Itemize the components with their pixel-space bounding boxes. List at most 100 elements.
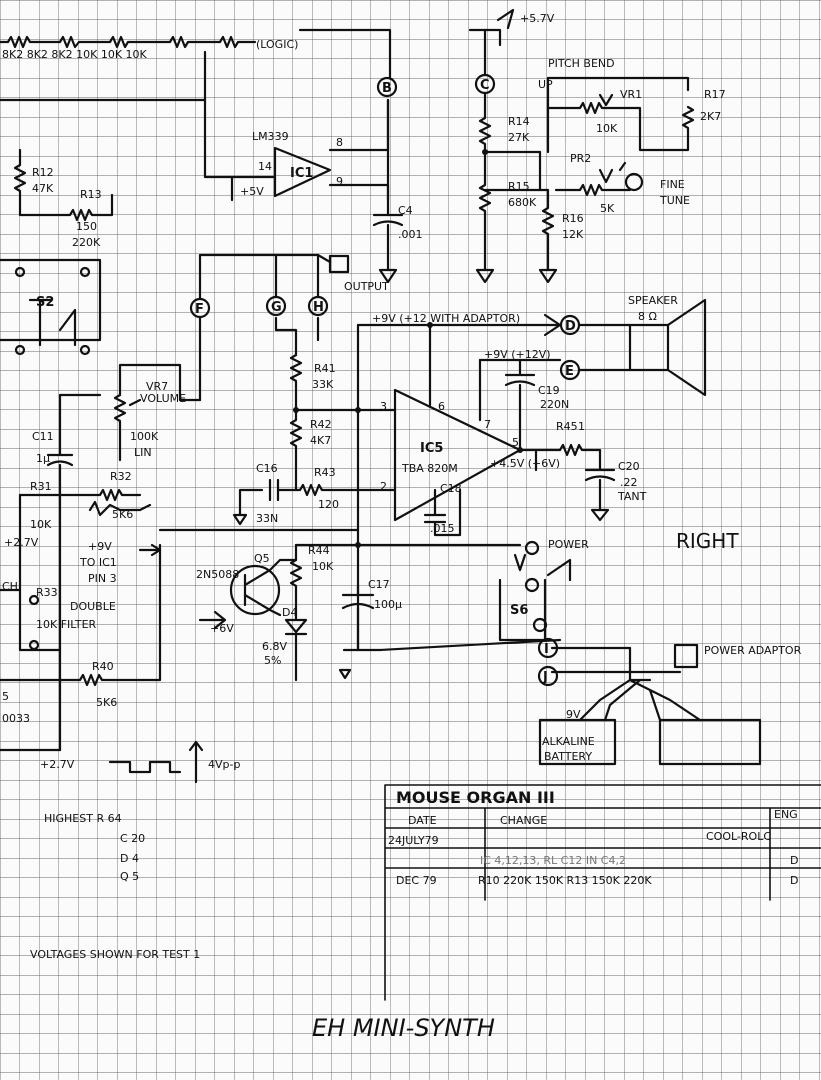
r16-label: R16 [562,212,584,225]
r41-value: 33K [312,378,334,391]
s6-label: S6 [510,603,528,618]
r14-value: 27K [508,131,530,144]
r42-label: R42 [310,418,332,431]
title-block-col-change: CHANGE [500,814,547,827]
title-block-row3-date: DEC 79 [396,874,437,887]
r33-label: R33 [36,586,58,599]
ic5-pin7: 7 [484,418,491,431]
ic1-pin8: 8 [336,136,343,149]
r45-value: 1 [578,420,585,433]
highest-q-note: Q 5 [120,870,139,883]
node-g-label: G [271,300,282,315]
schematic-title: EH MINI-SYNTH [312,1014,495,1042]
node-e-label: E [565,364,574,379]
node-g-marker [265,295,287,317]
q5-supply: +6V [210,622,234,635]
zener-tolerance: 5% [264,654,281,667]
vr7-label: VR7 [146,380,168,393]
output-nodes [198,253,350,402]
c20-label: C20 [618,460,640,473]
q5-regulator [198,542,562,682]
r42-value: 4K7 [310,434,331,447]
r17-value: 2K7 [700,110,721,123]
pitch-bend-network [538,76,695,197]
c20-value: .22 [620,476,638,489]
node-b-marker [376,76,398,98]
r45-label: R45 [556,420,578,433]
c4-label: C4 [398,204,413,217]
ic1-pin14: 14 [258,160,272,173]
node-i-marker [537,637,559,659]
r15-label: R15 [508,180,530,193]
to-ic1-label: +9V [88,540,112,553]
battery-type: ALKALINE [542,735,595,748]
c17-value: 100μ [374,598,402,611]
q5-part: 2N5088 [196,568,239,581]
d4-label: D4 [282,606,297,619]
filter-label: 10K FILTER [36,618,97,631]
ic1-comparator [0,50,390,202]
up-label: UP [538,78,553,91]
q5-label: Q5 [254,552,270,565]
supply-9v-label: +9V (+12 WITH ADAPTOR) [372,312,520,325]
r17-label: R17 [704,88,726,101]
waveform-trace [0,740,204,784]
c18-value: .015 [430,522,455,535]
power-switch-s6 [356,540,762,766]
c4-value: .001 [398,228,423,241]
s2-label: S2 [36,295,54,310]
r32-value: 5K6 [112,508,133,521]
r40-label: R40 [92,660,114,673]
pr2-label: PR2 [570,152,591,165]
c16-value: 33N [256,512,278,525]
ic5-voltage: +4.5V (+6V) [490,457,560,470]
output-label: OUTPUT [344,280,389,293]
waveform-vpp: 4Vp-p [208,758,240,771]
r31-label: R31 [30,480,52,493]
ic1-pin9: 9 [336,175,343,188]
top-resistor-ladder [0,8,515,80]
vr7-function: VOLUME [140,392,186,405]
node-b-label: B [382,81,392,96]
to-ic1-label2: TO IC1 [79,556,117,569]
pitch-bend-label: PITCH BEND [548,57,615,70]
title-block-row3-change: R10 220K 150K R13 150K 220K [478,874,652,887]
title-block-row2-change: IC 4,12,13, RL C12 IN C4,2 [480,854,626,867]
voltages-note: VOLTAGES SHOWN FOR TEST 1 [30,948,200,961]
r13-label: R13 [80,188,102,201]
r44-value: 10K [312,560,334,573]
vr7-taper: LIN [134,446,152,459]
power-label: POWER [548,538,589,551]
c16-label: C16 [256,462,278,475]
double-filter-label: DOUBLE [70,600,116,613]
right-channel-label: RIGHT [676,529,739,553]
supply-top-label: +5.7V [520,12,555,25]
r32-label: R32 [110,470,132,483]
supply-9v-b-label: +9V (+12V) [484,348,551,361]
misc-0033-label: 0033 [2,712,30,725]
node-j-marker [537,665,559,687]
fine-tune-label2: TUNE [659,194,690,207]
vr1-value: 10K [596,122,618,135]
ic5-pin3: 3 [380,400,387,413]
c11-value: 1μ [36,452,50,465]
title-block-row1-eng: COOL-ROLC [706,830,771,843]
power-adaptor-label: POWER ADAPTOR [704,644,802,657]
r41-r42-r43-network [232,353,397,526]
battery-label: BATTERY [544,750,592,763]
title-block-row1-date: 24JULY79 [388,834,439,847]
ic5-part: TBA 820M [401,462,458,475]
ic1-supply: +5V [240,185,264,198]
r14-r15-chain [475,91,558,284]
volume-section [18,363,202,752]
ic1-part: LM339 [252,130,289,143]
ic5-label: IC5 [420,441,443,456]
node-h-marker [307,295,329,317]
highest-c-note: C 20 [120,832,145,845]
node-j-label: J [542,670,548,685]
c19-value: 220N [540,398,569,411]
speaker-label: SPEAKER [628,294,678,307]
